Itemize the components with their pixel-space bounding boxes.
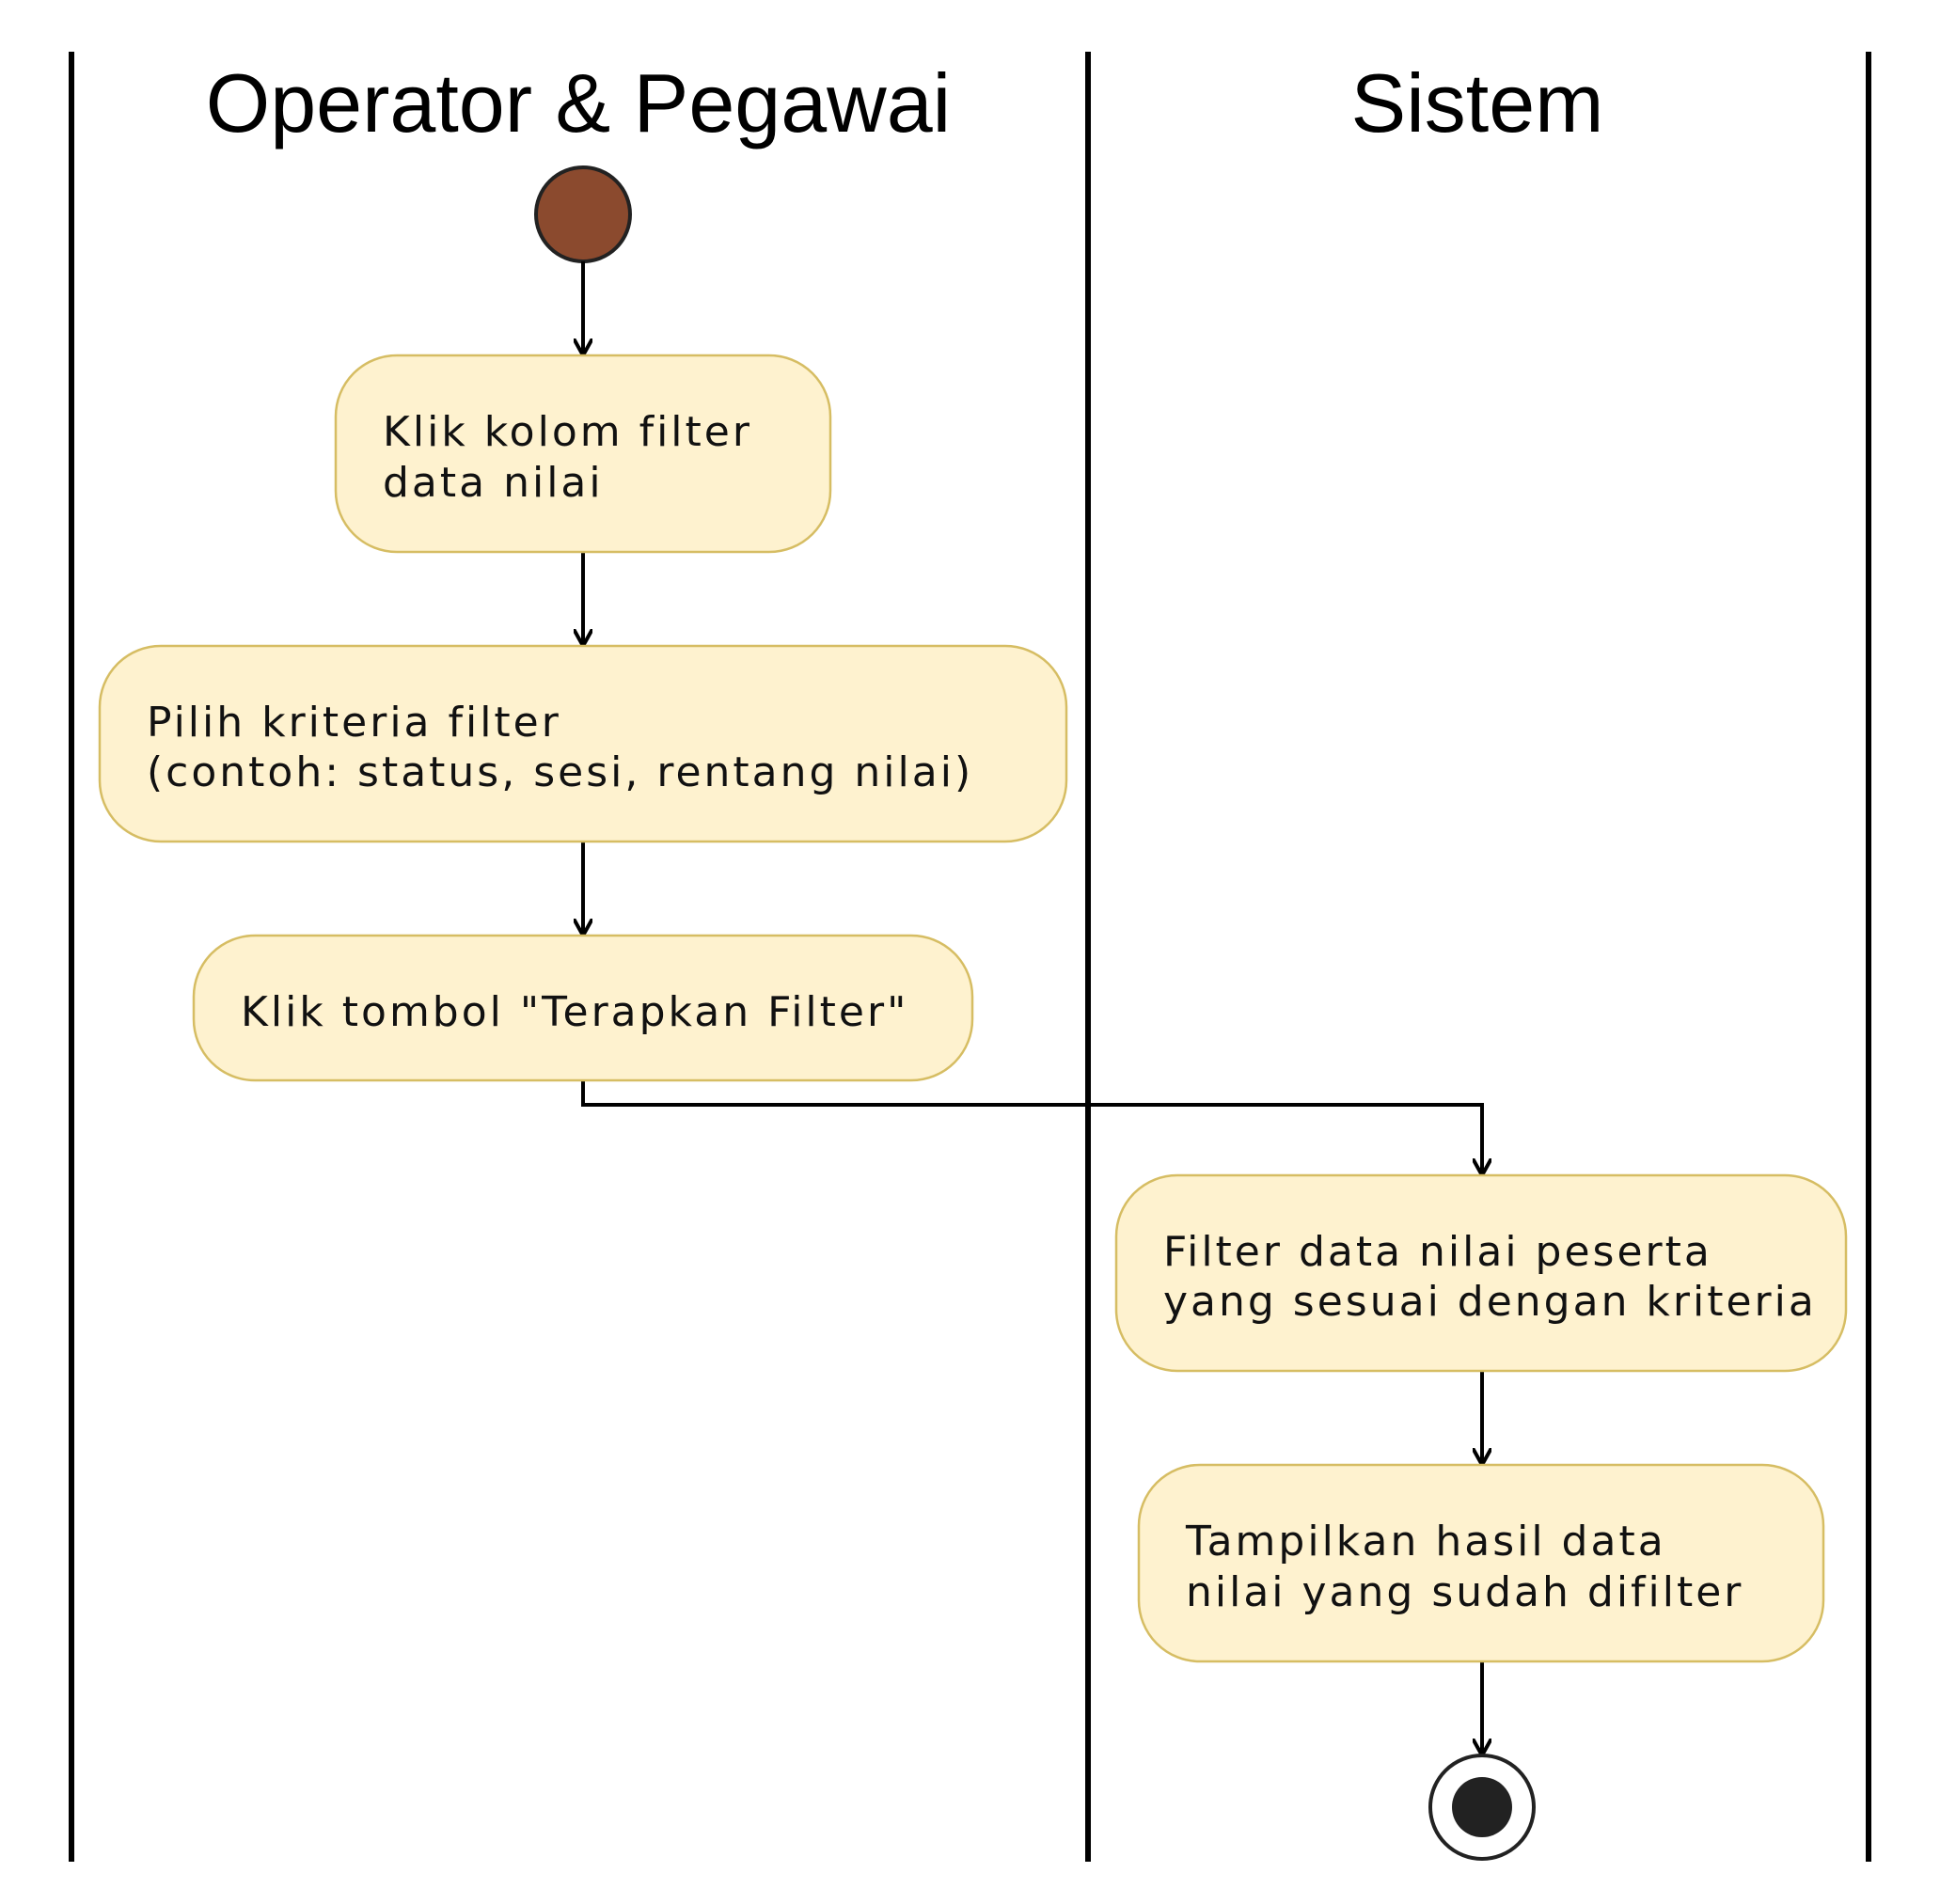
end-node	[1428, 1754, 1536, 1861]
svg-text:Klik kolom filter data n: Klik kolom filter data nilai	[383, 408, 768, 507]
svg-text:Filter data nilai peserta: Filter data nilai peserta yang sesuai de…	[1163, 1228, 1817, 1326]
svg-text:Klik tombol "Terapkan Filter": Klik tombol "Terapkan Filter"	[241, 988, 908, 1036]
activity-text-line: data nilai	[383, 459, 604, 507]
activity-text-line: nilai yang sudah difilter	[1186, 1568, 1743, 1616]
flow-act3-to-act4	[581, 1080, 1482, 1175]
activity-text-line: Filter data nilai peserta	[1163, 1228, 1712, 1276]
activity-text-line: Tampilkan hasil data	[1185, 1518, 1666, 1566]
lane-title-sistem: Sistem	[1351, 56, 1604, 149]
lane-title-operator: Operator & Pegawai	[206, 56, 951, 149]
activity-show-filtered-results: Tampilkan hasil data nilai yang sudah di…	[1137, 1463, 1825, 1663]
activity-text-line: Klik kolom filter	[383, 408, 752, 456]
activity-click-apply-filter: Klik tombol "Terapkan Filter"	[192, 934, 974, 1082]
activity-filter-participant-data: Filter data nilai peserta yang sesuai de…	[1114, 1173, 1848, 1373]
start-node	[534, 165, 632, 263]
activity-text-line: Klik tombol "Terapkan Filter"	[241, 988, 908, 1036]
activity-choose-filter-criteria: Pilih kriteria filter (contoh: status, s…	[98, 644, 1068, 843]
svg-text:Pilih kriteria filter (c: Pilih kriteria filter (contoh: status, s…	[147, 699, 973, 796]
activity-text-line: (contoh: status, sesi, rentang nilai)	[147, 748, 973, 796]
activity-click-filter-column: Klik kolom filter data nilai	[334, 354, 832, 554]
svg-text:Tampilkan hasil data nil: Tampilkan hasil data nilai yang sudah di…	[1185, 1518, 1743, 1616]
activity-text-line: yang sesuai dengan kriteria	[1163, 1278, 1817, 1326]
activity-text-line: Pilih kriteria filter	[147, 699, 561, 747]
